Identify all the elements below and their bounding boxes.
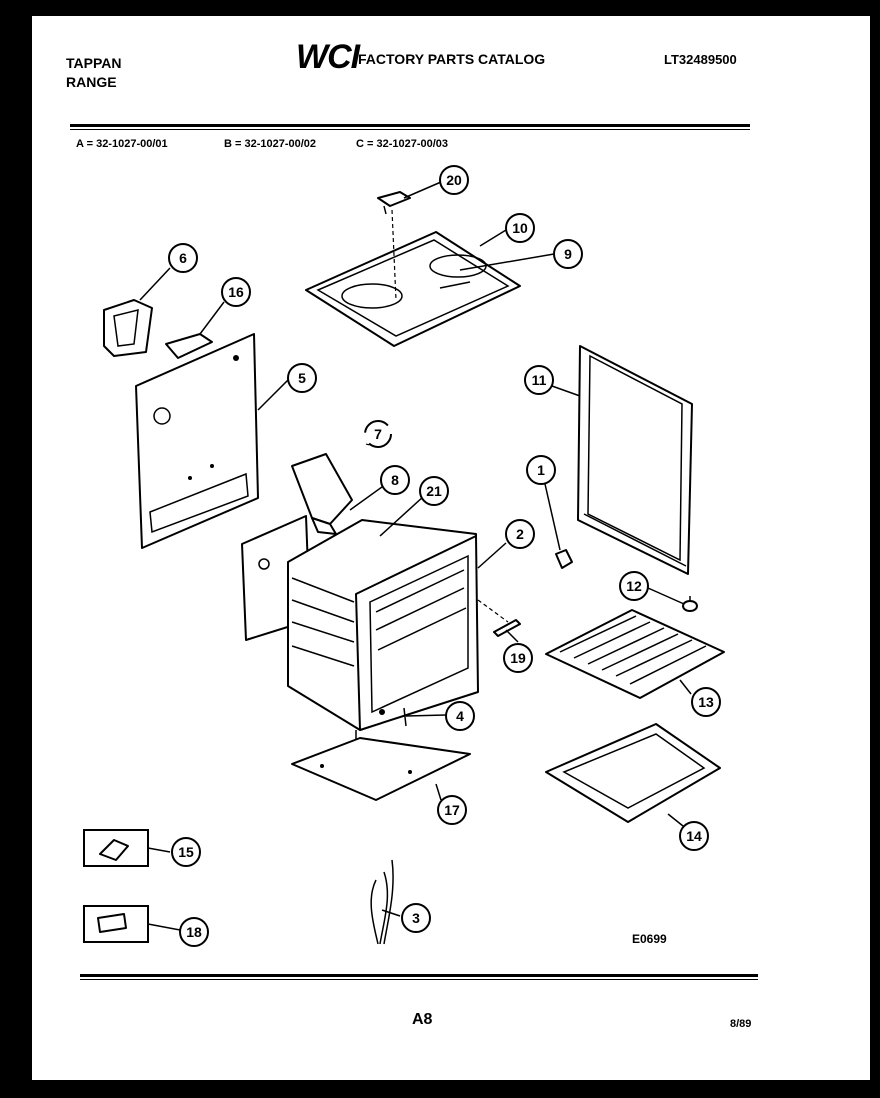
part-3-harness — [370, 859, 394, 945]
part-1-clip — [555, 549, 573, 569]
callout-14: 14 — [679, 821, 709, 851]
callout-19: 19 — [503, 643, 533, 673]
callout-11: 11 — [524, 365, 554, 395]
part-11-frame — [577, 345, 693, 575]
model-legend-c: C = 32-1027-00/03 — [356, 138, 449, 150]
svg-text:17: 17 — [444, 802, 460, 818]
callout-3: 3 — [401, 903, 431, 933]
svg-text:7: 7 — [374, 426, 382, 442]
part-15-box — [83, 829, 149, 867]
part-13-rack — [545, 609, 725, 699]
callout-17: 17 — [437, 795, 467, 825]
svg-text:3: 3 — [412, 910, 420, 926]
svg-text:16: 16 — [228, 284, 244, 300]
part-16-block — [165, 333, 213, 359]
svg-text:5: 5 — [298, 370, 306, 386]
part-5-back-panel — [135, 333, 259, 549]
part-6-bracket — [103, 299, 153, 357]
svg-text:12: 12 — [626, 578, 642, 594]
svg-text:19: 19 — [510, 650, 526, 666]
svg-text:1: 1 — [537, 462, 545, 478]
brand-name: TAPPAN — [66, 55, 122, 71]
callout-1: 1 — [526, 455, 556, 485]
svg-text:18: 18 — [186, 924, 202, 940]
callout-6: 6 — [168, 243, 198, 273]
callout-10: 10 — [505, 213, 535, 243]
callout-15: 15 — [171, 837, 201, 867]
callout-5: 5 — [287, 363, 317, 393]
header-rule — [70, 124, 750, 127]
leader-lines — [139, 181, 692, 931]
svg-text:8: 8 — [391, 472, 399, 488]
callout-16: 16 — [221, 277, 251, 307]
callout-12: 12 — [619, 571, 649, 601]
model-legend-b: B = 32-1027-00/02 — [224, 138, 317, 150]
callout-21: 21 — [419, 476, 449, 506]
svg-text:9: 9 — [564, 246, 572, 262]
svg-text:13: 13 — [698, 694, 714, 710]
callout-8: 8 — [380, 465, 410, 495]
svg-text:20: 20 — [446, 172, 462, 188]
part-2-oven-body — [241, 515, 479, 744]
part-17-bottom-panel — [291, 737, 471, 801]
brand-block: TAPPAN RANGE — [66, 54, 121, 92]
callout-2: 2 — [505, 519, 535, 549]
callout-4: 4 — [445, 701, 475, 731]
product-type: RANGE — [66, 74, 117, 90]
part-18-box — [83, 905, 149, 943]
part-19-pin — [493, 619, 521, 637]
page-number: A8 — [412, 1011, 433, 1028]
part-20-clip — [377, 191, 411, 215]
figure-code: E0699 — [632, 932, 667, 946]
callout-20: 20 — [439, 165, 469, 195]
callout-7: 7 — [364, 420, 392, 448]
part-10-cooktop — [305, 231, 521, 347]
svg-text:10: 10 — [512, 220, 528, 236]
svg-text:6: 6 — [179, 250, 187, 266]
callout-13: 13 — [691, 687, 721, 717]
catalog-title: FACTORY PARTS CATALOG — [358, 51, 546, 67]
header-rule-thin — [70, 129, 750, 130]
part-14-pan — [545, 723, 721, 823]
model-legend-a: A = 32-1027-00/01 — [76, 138, 168, 150]
svg-text:2: 2 — [516, 526, 524, 542]
svg-text:4: 4 — [456, 708, 464, 724]
wci-logo: WCI — [296, 38, 360, 76]
svg-text:15: 15 — [178, 844, 194, 860]
svg-text:11: 11 — [532, 372, 547, 388]
revision-date: 8/89 — [730, 1018, 752, 1030]
part-12-knob — [682, 596, 698, 612]
part-4-rod — [379, 707, 407, 727]
footer-rule-thin — [80, 979, 758, 980]
footer-rule — [80, 974, 758, 977]
svg-text:21: 21 — [426, 483, 442, 499]
callout-18: 18 — [179, 917, 209, 947]
svg-text:14: 14 — [686, 828, 702, 844]
catalog-number: LT32489500 — [664, 52, 737, 67]
callout-9: 9 — [553, 239, 583, 269]
